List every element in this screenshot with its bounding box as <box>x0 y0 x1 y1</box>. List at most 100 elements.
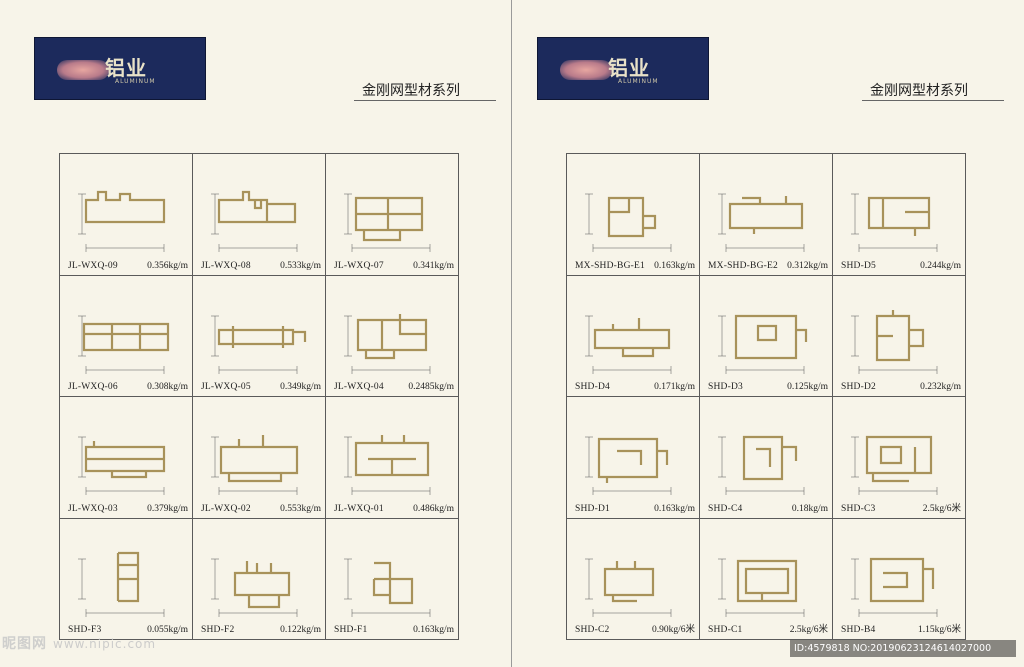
title-underline <box>862 100 1004 101</box>
profile-model-number: JL-WXQ-09 <box>68 260 118 271</box>
profile-outline <box>84 190 166 224</box>
profile-model-number: SHD-D5 <box>841 260 876 271</box>
profile-weight: 0.232kg/m <box>920 382 961 392</box>
dimension-lines <box>211 315 298 374</box>
watermark-site-name: 昵图网 <box>2 636 47 652</box>
profile-outline <box>865 435 933 483</box>
profile-card: JL-WXQ-04 0.2485kg/m <box>326 275 459 397</box>
profile-outline <box>82 322 170 351</box>
profile-outline <box>219 435 299 483</box>
profile-outline <box>867 196 931 236</box>
profile-outline <box>233 560 291 608</box>
site-watermark: 昵图网 www.nipic.com <box>2 633 156 653</box>
dimension-lines <box>211 558 298 617</box>
profile-weight: 0.2485kg/m <box>408 382 454 392</box>
profile-model-number: JL-WXQ-04 <box>334 382 384 392</box>
profile-caption: JL-WXQ-09 0.356kg/m <box>68 261 188 271</box>
dimension-lines <box>585 558 672 617</box>
profile-weight: 0.356kg/m <box>147 260 188 271</box>
dimension-lines <box>851 558 938 617</box>
logo-wordmark: 铝业 <box>105 56 147 80</box>
profile-card: JL-WXQ-09 0.356kg/m <box>60 154 193 276</box>
profile-outline <box>603 560 655 602</box>
profile-model-number: SHD-F2 <box>201 625 235 635</box>
dimension-lines <box>344 193 431 252</box>
profile-weight: 0.349kg/m <box>280 382 321 392</box>
profile-caption: SHD-B4 1.15kg/6米 <box>841 621 961 635</box>
dimension-lines <box>344 315 431 374</box>
dimension-lines <box>344 436 431 495</box>
profile-weight: 0.553kg/m <box>280 503 321 514</box>
profile-outline <box>84 441 166 479</box>
profile-outline <box>593 317 671 357</box>
profile-weight: 0.312kg/m <box>787 260 828 271</box>
profile-weight: 0.90kg/6米 <box>651 625 695 635</box>
profile-outline <box>734 314 808 359</box>
profile-cross-section-drawing <box>851 557 938 617</box>
dimension-lines <box>718 193 805 252</box>
profile-model-number: SHD-C4 <box>708 503 743 514</box>
dimension-lines <box>585 315 672 374</box>
profile-model-number: SHD-B4 <box>841 625 876 635</box>
profile-outline <box>217 190 297 224</box>
dimension-lines <box>211 193 298 252</box>
profile-model-number: SHD-F1 <box>334 625 368 635</box>
profile-outline <box>607 196 657 238</box>
profile-cross-section-drawing <box>718 435 805 495</box>
profile-weight: 0.486kg/m <box>413 503 454 514</box>
profile-outline <box>875 309 925 361</box>
profile-cross-section-drawing <box>78 436 166 495</box>
profile-outline <box>728 196 804 234</box>
profile-model-number: SHD-D2 <box>841 382 876 392</box>
profile-outline <box>869 557 935 602</box>
blurred-logo-mark <box>57 60 109 80</box>
profile-cross-section-drawing <box>851 193 938 252</box>
profile-model-number: JL-WXQ-03 <box>68 503 118 514</box>
page-fold-divider <box>511 0 512 667</box>
profile-caption: SHD-D2 0.232kg/m <box>841 382 961 392</box>
profile-outline <box>356 313 428 359</box>
profile-outline <box>354 196 424 242</box>
profile-model-number: JL-WXQ-08 <box>201 260 251 271</box>
profile-model-number: JL-WXQ-07 <box>334 260 384 271</box>
profile-cross-section-drawing <box>851 435 938 495</box>
profile-weight: 2.5kg/6米 <box>789 625 828 635</box>
profile-outline <box>116 551 140 602</box>
dimension-lines <box>211 436 298 495</box>
profile-outline <box>742 435 798 481</box>
profile-weight: 2.5kg/6米 <box>922 503 961 514</box>
dimension-lines <box>851 315 938 374</box>
dimension-lines <box>344 558 431 617</box>
watermark-url: www.nipic.com <box>53 637 157 651</box>
dimension-lines <box>718 315 805 374</box>
profile-outline <box>354 435 430 477</box>
profile-weight: 1.15kg/6米 <box>917 625 961 635</box>
profile-caption: JL-WXQ-04 0.2485kg/m <box>334 382 454 392</box>
dimension-lines <box>585 193 672 252</box>
profile-outline <box>597 437 669 483</box>
dimension-lines <box>851 193 938 252</box>
profile-cross-section-drawing <box>344 313 431 374</box>
series-title: 金刚网型材系列 <box>870 83 968 99</box>
profile-cross-section-drawing <box>718 314 808 374</box>
